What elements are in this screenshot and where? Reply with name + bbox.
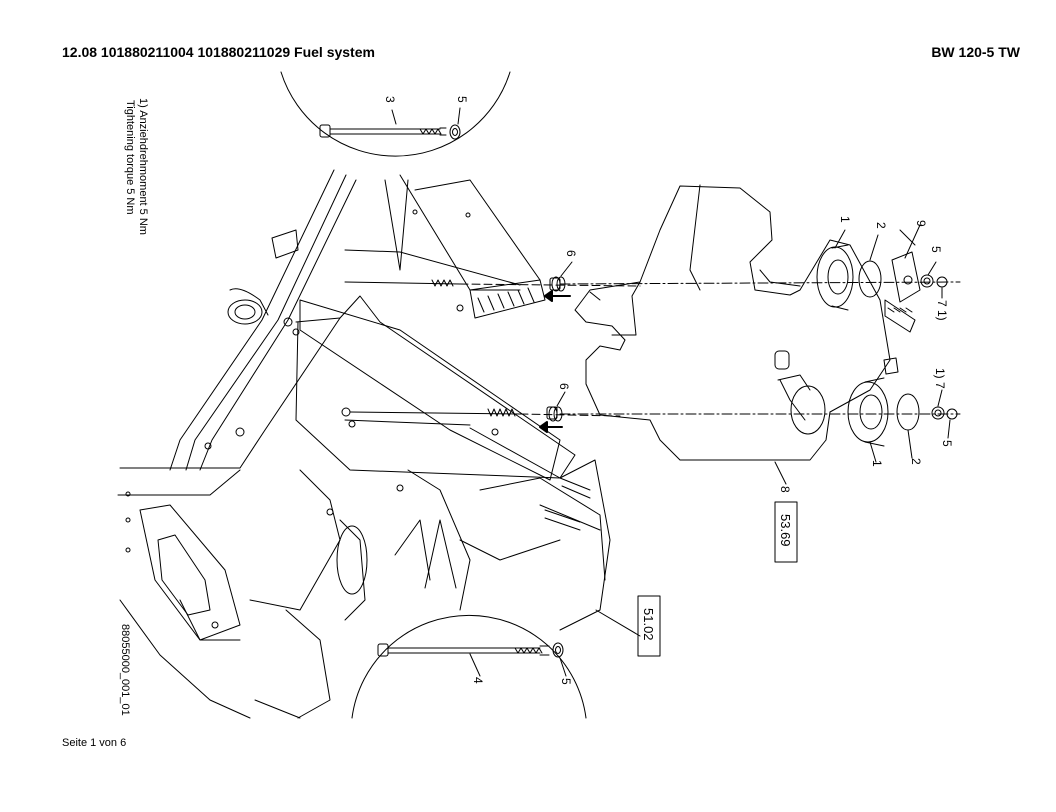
spacer-lower: [548, 406, 563, 422]
ref-box-frame: [637, 595, 661, 657]
torque-note-en: Tightening torque 5 Nm: [124, 100, 136, 215]
callout-7-note-upper: 7 1): [935, 300, 949, 321]
callout-9: 9: [914, 220, 928, 227]
bolt-top-detail: [319, 124, 461, 140]
ref-tank-number: 53.69: [778, 514, 793, 547]
callout-1-upper: 1: [838, 216, 852, 223]
callout-5-upper: 5: [929, 246, 943, 253]
document-title: 12.08 101880211004 101880211029 Fuel sys…: [62, 44, 375, 60]
callout-labels: 3 5 6 6 1 2 9 5 7 1) 1) 7 5 2 1 8 4 5: [383, 96, 954, 685]
spacer-upper: [551, 276, 566, 292]
detail-circle-bottom: [351, 614, 587, 719]
callout-1-lower: 1: [870, 460, 884, 467]
callout-5-top: 5: [455, 96, 469, 103]
drawing-id: 88055000_001_01: [119, 624, 131, 716]
callout-7-note-lower: 1) 7: [933, 368, 947, 389]
machine-frame: [117, 169, 641, 719]
page-indicator: Seite 1 von 6: [62, 737, 127, 749]
detail-pointer-top: [384, 179, 409, 271]
callout-5-bottom: 5: [559, 678, 573, 685]
assembly-arrow-lower: [539, 421, 563, 433]
callout-8: 8: [778, 486, 792, 493]
ref-frame-number: 51.02: [641, 608, 656, 641]
bolt-bottom-detail: [377, 642, 564, 658]
ref-box-tank: [774, 501, 798, 563]
callout-5-lower: 5: [940, 440, 954, 447]
callout-2-upper: 2: [874, 222, 888, 229]
callout-6-lower: 6: [557, 383, 571, 390]
torque-note-de: 1) Anziehdrehmoment 5 Nm: [137, 98, 149, 235]
frame-bolts: [344, 277, 641, 420]
callout-4: 4: [471, 677, 485, 684]
detail-pointer-bottom: [424, 519, 457, 589]
torque-note: 1) Anziehdrehmoment 5 Nm Tightening torq…: [124, 98, 149, 235]
callout-2-lower: 2: [909, 458, 923, 465]
mounting-plate: [299, 279, 561, 481]
callout-6-upper: 6: [564, 250, 578, 257]
fuel-tank: [574, 184, 891, 461]
tank-mount-lower: [847, 357, 958, 447]
callout-3: 3: [383, 96, 397, 103]
machine-model: BW 120-5 TW: [931, 44, 1020, 60]
detail-circle-top: [280, 71, 511, 157]
assembly-arrow-upper: [544, 290, 571, 302]
